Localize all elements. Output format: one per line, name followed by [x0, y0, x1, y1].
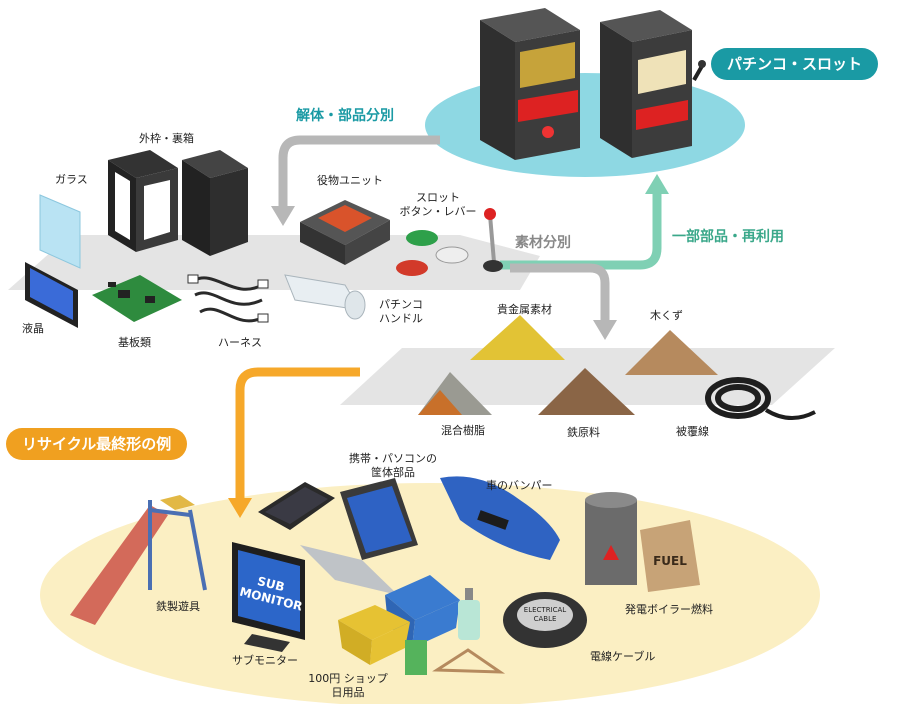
back-box-part [182, 150, 248, 256]
fuel-sack-text: FUEL [653, 554, 687, 568]
playground-label: 鉄製遊具 [156, 600, 200, 613]
final-products-badge: リサイクル最終形の例 [6, 428, 188, 460]
harness-label: ハーネス [218, 336, 262, 349]
lcd-panel-part [25, 262, 78, 328]
laptop-product [300, 478, 418, 595]
step-disassembly-label: 解体・部品分別 [296, 108, 394, 124]
slot-buttons-label-line-1: スロット [416, 191, 460, 204]
car-bumper-product [440, 476, 560, 560]
gimmick-unit-label: 役物ユニット [317, 174, 383, 187]
green-cup-product [405, 640, 427, 675]
sorting-arrow-head [593, 320, 617, 340]
wood-chip-label: 木くず [650, 309, 683, 322]
iron-slide-product [70, 495, 207, 625]
pachinko-handle-label: パチンコ ハンドル [366, 298, 436, 326]
wire-harness-part [187, 274, 269, 323]
boiler-fuel-label: 発電ボイラー燃料 [625, 603, 713, 616]
pachinko-handle-label-line-2: ハンドル [379, 312, 423, 325]
cable-print-text-2: CABLE [534, 615, 557, 623]
reuse-arrow [500, 192, 662, 270]
case-parts-label-line-2: 筐体部品 [371, 466, 415, 479]
slot-lever-part [483, 208, 503, 272]
yellow-basket-product [338, 605, 410, 665]
fuel-sack-product: FUEL [640, 520, 700, 592]
glass-label: ガラス [55, 173, 88, 186]
slot-buttons-label: スロット ボタン・レバー [392, 191, 484, 219]
iron-ore-pile [538, 368, 635, 415]
daily-goods-label-line-1: 100円 ショップ [308, 672, 388, 685]
pachislot-machine-left [480, 8, 580, 160]
final-arrow-head [228, 498, 252, 518]
slot-buttons-part [396, 230, 469, 276]
source-badge: パチンコ・スロット [711, 48, 879, 80]
fuel-drum-product [585, 492, 637, 585]
wood-chip-pile [625, 330, 718, 375]
sub-monitor-product: SUB MONITOR [232, 542, 305, 652]
step-sorting-label: 素材分別 [515, 235, 571, 251]
step-reuse-label: 一部部品・再利用 [672, 229, 784, 245]
machines-platform [425, 73, 745, 177]
gimmick-unit-part [300, 200, 390, 265]
disassembly-arrow-head [271, 206, 295, 226]
pachinko-handle-part [284, 274, 366, 320]
cable-print-text-1: ELECTRICAL [524, 606, 567, 614]
mixed-resin-label: 混合樹脂 [441, 424, 485, 437]
sorting-arrow [510, 263, 610, 322]
daily-goods-label: 100円 ショップ 日用品 [298, 672, 398, 700]
car-bumper-label: 車のバンパー [486, 479, 553, 492]
pachislot-machine-right [600, 10, 706, 158]
mixed-resin-pile [418, 372, 492, 415]
precious-metal-pile [470, 315, 565, 360]
final-arrow [235, 367, 360, 500]
coated-wire-coil [705, 377, 816, 420]
disassembly-arrow [278, 135, 440, 208]
glass-panel-part [39, 194, 81, 269]
precious-metal-label: 貴金属素材 [497, 303, 552, 316]
board-label: 基板類 [118, 336, 151, 349]
hanger-product [432, 648, 506, 674]
sub-monitor-label: サブモニター [232, 654, 298, 667]
iron-ore-label: 鉄原料 [567, 426, 600, 439]
monitor-screen-text-1: SUB [256, 574, 286, 594]
slot-buttons-label-line-2: ボタン・レバー [399, 205, 477, 218]
circuit-board-part [92, 275, 182, 322]
electric-cable-label: 電線ケーブル [590, 650, 656, 663]
dispenser-bottle-product [458, 588, 480, 640]
case-parts-label: 携帯・パソコンの 筐体部品 [338, 452, 448, 480]
outer-frame-part [108, 150, 178, 252]
electrical-cable-coil: ELECTRICAL CABLE [503, 592, 587, 648]
disassembly-band [8, 235, 540, 290]
frame-label: 外枠・裏箱 [139, 132, 194, 145]
daily-goods-label-line-2: 日用品 [331, 686, 365, 699]
coated-wire-label: 被覆線 [676, 425, 709, 438]
case-parts-label-line-1: 携帯・パソコンの [349, 452, 437, 465]
lcd-label: 液晶 [22, 322, 44, 335]
pachinko-handle-label-line-1: パチンコ [379, 298, 423, 311]
reuse-arrow-head [645, 174, 669, 194]
smartphone-product [258, 482, 335, 530]
